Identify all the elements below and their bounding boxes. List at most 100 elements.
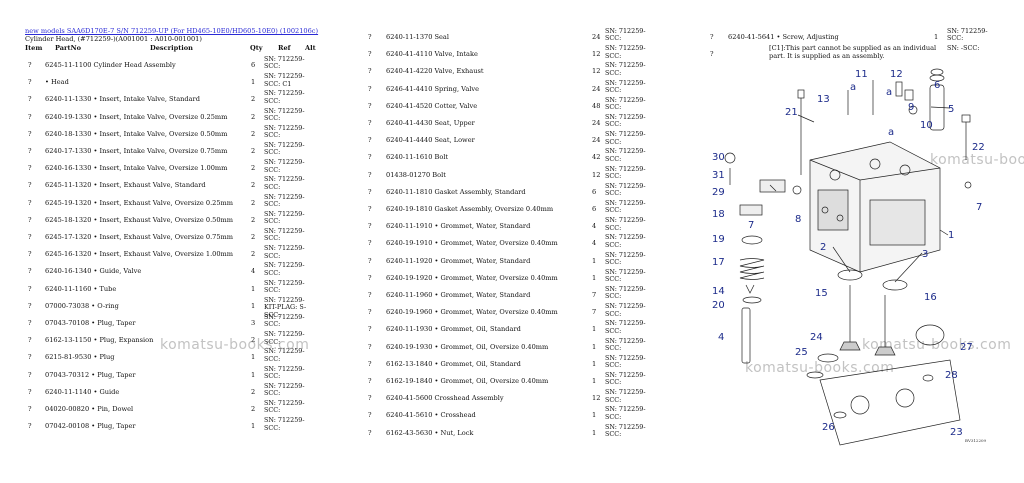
part-serial: SN: 712259-SCC:	[605, 250, 646, 266]
part-qty: 1	[592, 359, 597, 368]
col-description-header: Description	[150, 44, 193, 52]
part-serial: SN: 712259-SCC:	[264, 261, 305, 277]
part-item: ?	[368, 273, 372, 282]
callout-label: 8	[795, 214, 801, 225]
part-serial: SN: 712259-SCC:	[264, 55, 305, 71]
part-serial: SN: 712259-SCC:	[605, 216, 646, 232]
part-serial: SN: -SCC:	[947, 44, 980, 53]
part-serial: SN: 712259-SCC:	[264, 364, 305, 380]
part-item: ?	[368, 67, 372, 76]
page-subtitle: Cylinder Head, (#712259-)(A001001 : A010…	[25, 35, 202, 43]
part-serial: SN: 712259-SCC:	[264, 381, 305, 398]
callout-label: 23	[950, 427, 963, 438]
callout-label: 4	[718, 332, 724, 343]
part-row: ?6240-11-1960 • Grommet, Water, Standard…	[368, 285, 668, 303]
part-item: ?	[368, 205, 372, 213]
part-serial: SN: 712259-SCC:	[605, 336, 646, 352]
part-qty: 2	[251, 233, 256, 241]
part-qty: 42	[592, 153, 601, 162]
diagram-code: BV312209	[965, 438, 987, 443]
callout-label: 27	[960, 342, 973, 353]
part-qty: 1	[592, 342, 597, 351]
part-item: ?	[368, 84, 372, 93]
callout-label: a	[850, 82, 856, 93]
part-item: ?	[28, 129, 32, 138]
part-row: ?6245-16-1320 • Insert, Exhaust Valve, O…	[28, 245, 348, 262]
part-item: ?	[28, 181, 32, 190]
part-item: ?	[368, 291, 372, 299]
part-description: 6240-19-1960 • Grommet, Water, Oversize …	[386, 308, 558, 317]
part-description: 6162-43-5630 • Nut, Lock	[386, 428, 474, 437]
part-serial: SN: 712259-SCC:	[605, 302, 646, 318]
part-row: ?6245-19-1320 • Insert, Exhaust Valve, O…	[28, 193, 348, 211]
part-description: 6240-19-1930 • Grommet, Oil, Oversize 0.…	[386, 342, 549, 351]
part-description: • Head	[45, 78, 69, 87]
callout-label: 3	[922, 249, 928, 260]
callout-label: 25	[795, 347, 808, 358]
part-description: 6240-11-1930 • Grommet, Oil, Standard	[386, 325, 521, 334]
part-qty: 2	[251, 129, 256, 138]
callout-label: 2	[820, 242, 826, 253]
part-row: ?6245-17-1320 • Insert, Exhaust Valve, O…	[28, 227, 348, 245]
part-item: ?	[28, 370, 32, 379]
part-qty: 2	[251, 215, 256, 224]
callout-label: 5	[948, 104, 954, 115]
part-description: 6240-19-1920 • Grommet, Water, Oversize …	[386, 273, 558, 282]
part-description: 07043-70108 • Plug, Taper	[45, 319, 136, 327]
callout-label: 20	[712, 300, 725, 311]
part-serial: SN: 712259-SCC:	[605, 199, 646, 215]
part-serial: SN: 712259-SCC:	[264, 416, 305, 432]
part-qty: 12	[592, 50, 601, 59]
callout-label: 19	[712, 234, 725, 245]
part-description: 6245-11-1320 • Insert, Exhaust Valve, St…	[45, 181, 206, 190]
part-row: ?6240-11-1910 • Grommet, Water, Standard…	[368, 217, 668, 234]
part-item: ?	[368, 101, 372, 110]
model-link[interactable]: new models SAA6D170E-7 S/N 712259-UP (Fo…	[25, 27, 319, 35]
part-qty: 2	[251, 405, 256, 413]
part-serial: SN: 712259-SCC:	[264, 330, 305, 346]
part-item: ?	[28, 250, 32, 259]
part-item: ?	[28, 198, 32, 207]
part-serial: SN: 712259-SCC:	[264, 399, 305, 415]
callout-label: 6	[934, 80, 940, 91]
part-qty: 1	[251, 422, 256, 431]
part-serial: SN: 712259-KIT-PLAG: S-SCC:	[264, 295, 307, 319]
part-row: ?6240-19-1960 • Grommet, Water, Oversize…	[368, 303, 668, 320]
part-description: 6240-19-1330 • Insert, Intake Valve, Ove…	[45, 112, 228, 121]
part-item: ?	[368, 222, 372, 231]
callout-label: 1	[948, 230, 954, 241]
part-qty: 1	[592, 325, 597, 334]
part-description: 04020-00820 • Pin, Dowel	[45, 405, 134, 413]
callout-label: 12	[890, 69, 903, 80]
part-item: ?	[28, 387, 32, 396]
callout-label: 13	[817, 94, 830, 105]
callout-label: a	[886, 87, 892, 98]
part-item: ?	[368, 394, 372, 403]
part-description: 6215-81-9530 • Plug	[45, 353, 115, 362]
part-item: ?	[368, 411, 372, 420]
part-description: 6240-41-4220 Valve, Exhaust	[386, 67, 484, 76]
callout-label: 29	[712, 187, 725, 198]
part-qty: 2	[251, 147, 256, 155]
part-description: 6240-41-4520 Cotter, Valve	[386, 101, 478, 110]
watermark: komatsu-books.com	[930, 152, 1024, 168]
part-qty: 1	[592, 428, 597, 437]
part-qty: 4	[592, 222, 597, 231]
part-item: ?	[28, 78, 32, 87]
part-row: ? 6240-19-1920 • Grommet, Water, Oversize…	[368, 268, 668, 286]
part-item: ?	[368, 325, 372, 334]
part-row: ? 6245-11-1320 • Insert, Exhaust Valve, S…	[28, 176, 348, 193]
callout-label: 7	[976, 202, 982, 213]
part-item: ?	[28, 319, 32, 327]
callout-label: 21	[785, 107, 798, 118]
